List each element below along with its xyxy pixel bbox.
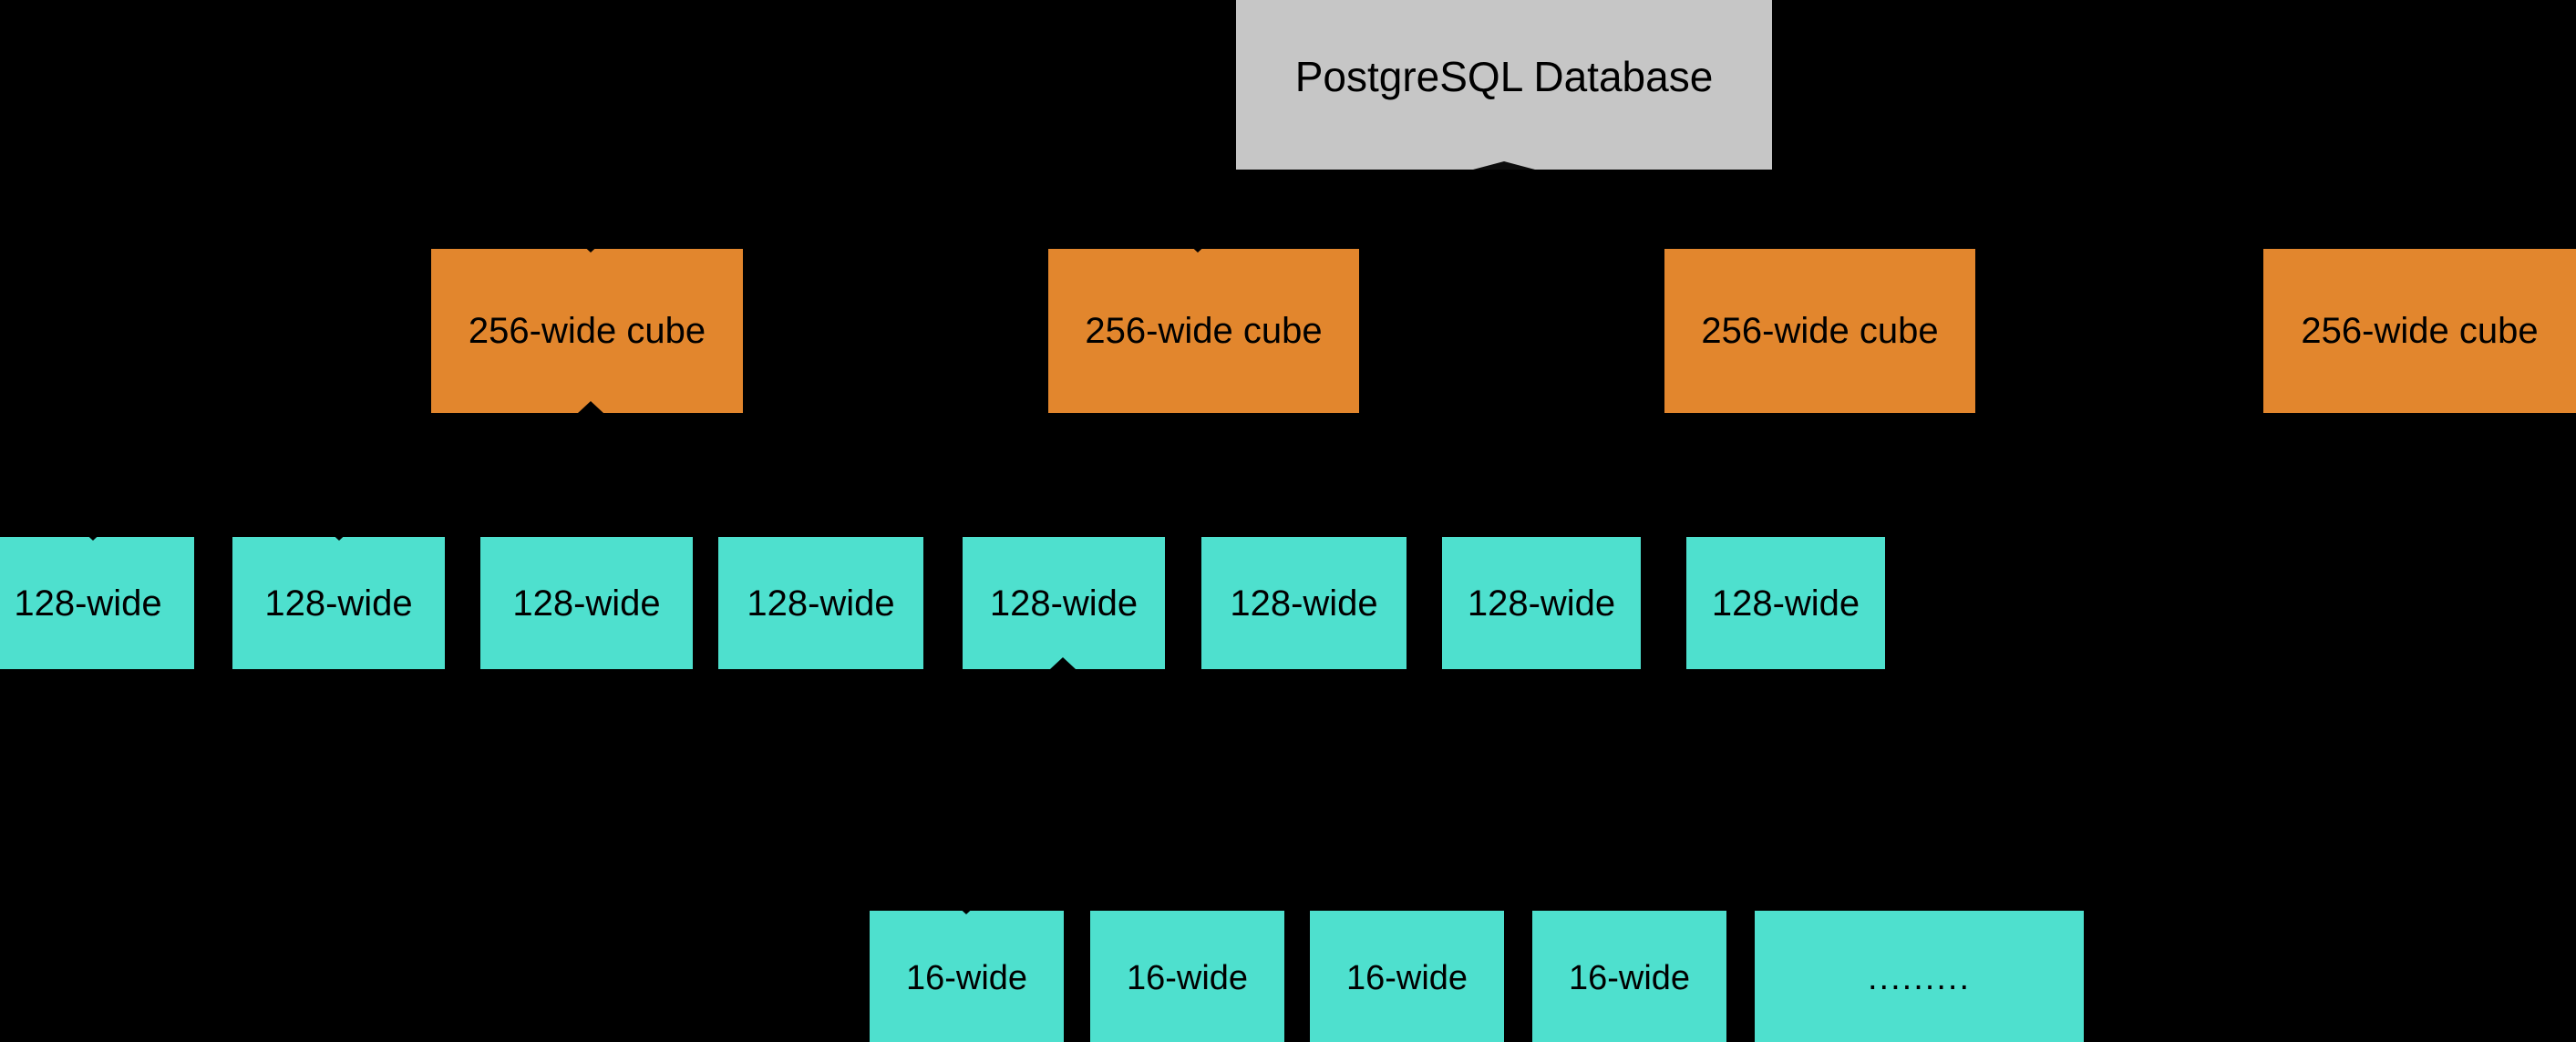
cube128-node-4[interactable]: 128-wide (718, 537, 923, 669)
cube128-label-4: 128-wide (747, 583, 895, 624)
cube256-label-2: 256-wide cube (1085, 311, 1323, 351)
cube128-label-7: 128-wide (1467, 583, 1616, 624)
cube16-node-2[interactable]: 16-wide (1090, 911, 1284, 1042)
connector-arrow-into-database (1473, 161, 1535, 170)
cube16-node-ellipsis[interactable]: ......... (1755, 911, 2084, 1042)
cube16-node-4[interactable]: 16-wide (1532, 911, 1726, 1042)
cube128-label-1: 128-wide (14, 583, 162, 624)
cube128-label-2: 128-wide (264, 583, 413, 624)
cube16-label-ellipsis: ......... (1867, 959, 1972, 998)
cube16-node-3[interactable]: 16-wide (1310, 911, 1504, 1042)
cube128-node-7[interactable]: 128-wide (1442, 537, 1641, 669)
connector-arrow-cube256-2-top (1185, 241, 1211, 253)
cube16-node-1[interactable]: 16-wide (870, 911, 1064, 1042)
cube128-node-8[interactable]: 128-wide (1686, 537, 1885, 669)
cube256-node-2[interactable]: 256-wide cube (1048, 249, 1359, 413)
connector-arrow-cube256-1-top (578, 241, 603, 253)
cube128-node-2[interactable]: 128-wide (232, 537, 445, 669)
postgresql-database-label: PostgreSQL Database (1294, 52, 1714, 100)
cube256-label-3: 256-wide cube (1701, 311, 1939, 351)
cube128-node-6[interactable]: 128-wide (1201, 537, 1406, 669)
connector-arrow-cube128-1-top (80, 529, 106, 541)
cube16-label-1: 16-wide (905, 959, 1028, 998)
cube128-node-5[interactable]: 128-wide (963, 537, 1165, 669)
cube128-node-3[interactable]: 128-wide (480, 537, 693, 669)
cube256-node-1[interactable]: 256-wide cube (431, 249, 743, 413)
cube16-label-4: 16-wide (1568, 959, 1691, 998)
cube16-label-3: 16-wide (1345, 959, 1468, 998)
cube128-node-1[interactable]: 128-wide (0, 537, 194, 669)
cube256-node-3[interactable]: 256-wide cube (1664, 249, 1975, 413)
connector-arrow-cube128-5-bottom (1050, 657, 1076, 669)
cube128-label-6: 128-wide (1230, 583, 1378, 624)
cube16-label-2: 16-wide (1126, 959, 1249, 998)
cube256-label-4: 256-wide cube (2301, 311, 2539, 351)
connector-arrow-cube16-1-top (953, 903, 979, 914)
cube128-label-5: 128-wide (989, 583, 1139, 624)
connector-arrow-cube128-2-top (326, 529, 352, 541)
connector-arrow-cube256-1-bottom (578, 401, 603, 413)
cube128-label-3: 128-wide (512, 583, 661, 624)
cube128-label-8: 128-wide (1711, 583, 1860, 624)
cube256-node-4[interactable]: 256-wide cube (2263, 249, 2576, 413)
postgresql-database-node[interactable]: PostgreSQL Database (1236, 0, 1772, 170)
cube256-label-1: 256-wide cube (468, 311, 706, 351)
